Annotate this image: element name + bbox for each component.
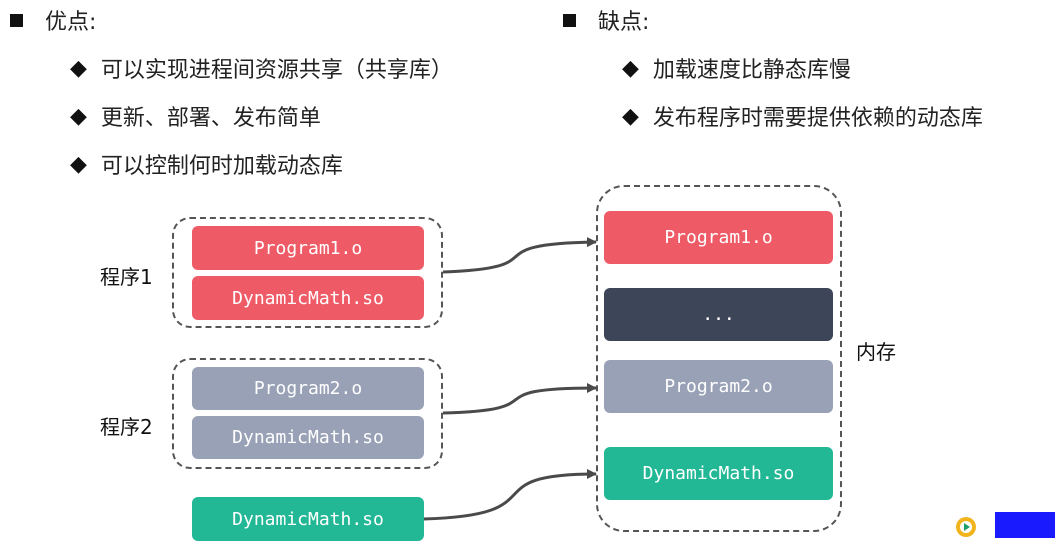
memory-program1-block: Program1.o xyxy=(604,211,833,264)
program1-object-block: Program1.o xyxy=(192,226,424,270)
memory-other-block: ... xyxy=(604,288,833,341)
diamond-bullet-icon: ◆ xyxy=(622,55,639,81)
cons-item: ◆ 加载速度比静态库慢 xyxy=(622,52,851,84)
diamond-bullet-icon: ◆ xyxy=(622,103,639,129)
diamond-bullet-icon: ◆ xyxy=(70,103,87,129)
shared-lib-file-block: DynamicMath.so xyxy=(192,497,424,541)
arrow-shared-lib-to-memory xyxy=(423,469,597,521)
program2-shared-lib-block: DynamicMath.so xyxy=(192,416,424,459)
diamond-bullet-icon: ◆ xyxy=(70,151,87,177)
square-bullet-icon xyxy=(10,13,23,27)
pros-item-text: 更新、部署、发布简单 xyxy=(100,106,321,131)
watermark-logo-icon xyxy=(952,512,978,538)
cons-heading: 缺点: xyxy=(563,4,649,36)
cons-title: 缺点: xyxy=(598,10,650,35)
pros-item: ◆ 可以实现进程间资源共享（共享库） xyxy=(70,52,453,84)
pros-item-text: 可以实现进程间资源共享（共享库） xyxy=(100,58,453,83)
program1-group xyxy=(172,217,443,328)
pros-heading: 优点: xyxy=(10,4,96,36)
pros-item-text: 可以控制何时加载动态库 xyxy=(100,154,343,179)
pros-item: ◆ 更新、部署、发布简单 xyxy=(70,100,321,132)
memory-shared-lib-block: DynamicMath.so xyxy=(604,447,833,500)
square-bullet-icon xyxy=(563,13,576,27)
cons-item: ◆ 发布程序时需要提供依赖的动态库 xyxy=(622,100,983,132)
program1-label: 程序1 xyxy=(100,265,153,289)
arrow-program2-to-memory xyxy=(442,383,597,415)
program2-group xyxy=(172,358,443,469)
diamond-bullet-icon: ◆ xyxy=(70,55,87,81)
cons-item-text: 发布程序时需要提供依赖的动态库 xyxy=(652,106,983,131)
cons-item-text: 加载速度比静态库慢 xyxy=(652,58,851,83)
program2-label: 程序2 xyxy=(100,415,153,439)
memory-label: 内存 xyxy=(856,340,896,364)
program2-object-block: Program2.o xyxy=(192,367,424,410)
arrow-program1-to-memory xyxy=(442,237,597,274)
program1-shared-lib-block: DynamicMath.so xyxy=(192,276,424,320)
pros-item: ◆ 可以控制何时加载动态库 xyxy=(70,148,343,180)
memory-group xyxy=(596,185,842,532)
memory-program2-block: Program2.o xyxy=(604,360,833,413)
watermark-redaction xyxy=(995,512,1055,538)
pros-title: 优点: xyxy=(45,10,97,35)
